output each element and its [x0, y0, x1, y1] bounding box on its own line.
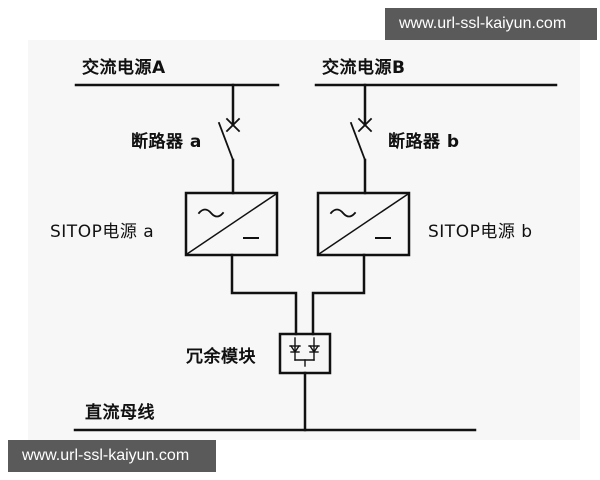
dc-bus-label: 直流母线: [85, 403, 155, 423]
redundancy-module-label: 冗余模块: [186, 347, 256, 367]
sitop-b-label: SITOP电源 b: [428, 222, 533, 242]
watermark-bottom: www.url-ssl-kaiyun.com: [8, 440, 216, 472]
breaker-b-switch: [349, 121, 367, 162]
watermark-top: www.url-ssl-kaiyun.com: [385, 8, 597, 40]
ac-source-b-label: 交流电源B: [322, 58, 406, 78]
breaker-a-label: 断路器 a: [131, 132, 202, 152]
breaker-a-switch: [217, 121, 235, 162]
breaker-b-label: 断路器 b: [388, 132, 460, 152]
sitop-a-label: SITOP电源 a: [50, 222, 155, 242]
redundancy-module-box: [278, 332, 332, 375]
ac-source-a-label: 交流电源A: [82, 58, 166, 78]
